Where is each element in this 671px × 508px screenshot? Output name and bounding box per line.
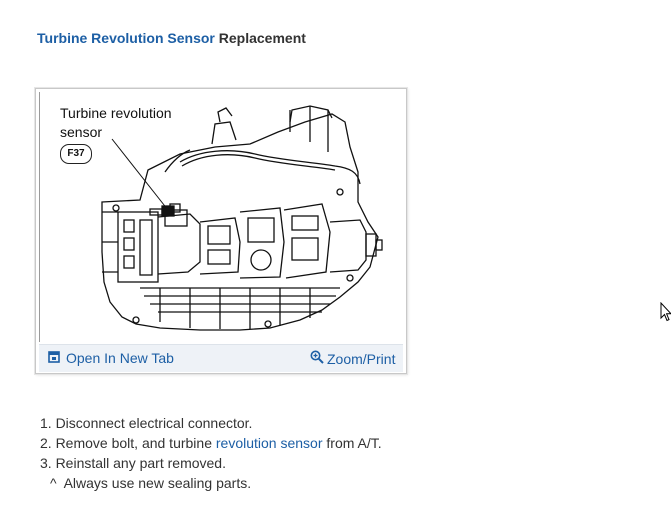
page-title: Turbine Revolution Sensor Replacement	[37, 30, 306, 46]
mouse-cursor-icon	[660, 301, 671, 327]
sealing-parts-note: ^ Always use new sealing parts.	[50, 475, 252, 491]
open-in-new-tab-button[interactable]: Open In New Tab	[48, 350, 174, 366]
step-2: 2. Remove bolt, and turbine revolution s…	[40, 433, 382, 453]
title-rest: Replacement	[214, 30, 306, 46]
figure-label-line2: sensor	[60, 124, 103, 140]
step-2-prefix: 2. Remove bolt, and turbine	[40, 435, 216, 451]
zoom-print-button[interactable]: Zoom/Print	[310, 350, 395, 367]
open-in-new-tab-label: Open In New Tab	[66, 350, 174, 366]
zoom-print-label: Zoom/Print	[327, 350, 396, 367]
step-3: 3. Reinstall any part removed.	[40, 455, 226, 471]
step-2-suffix: from A/T.	[322, 435, 382, 451]
figure-code-badge: F37	[60, 144, 92, 164]
open-in-new-tab-icon	[48, 350, 60, 366]
step-1: 1. Disconnect electrical connector.	[40, 415, 253, 431]
figure-toolbar: Open In New Tab Zoom/Print	[39, 344, 403, 372]
transmission-drawing	[101, 105, 383, 331]
transmission-illustration[interactable]: Turbine revolution sensor F37	[39, 92, 404, 342]
figure-label-line1: Turbine revolution	[60, 105, 172, 121]
procedure-steps: 1. Disconnect electrical connector. 2. R…	[40, 413, 382, 493]
figure-container: Turbine revolution sensor F37 Open In Ne…	[35, 88, 407, 374]
title-link[interactable]: Turbine Revolution Sensor	[37, 30, 215, 46]
zoom-icon	[310, 350, 324, 367]
revolution-sensor-link[interactable]: revolution sensor	[215, 435, 323, 451]
